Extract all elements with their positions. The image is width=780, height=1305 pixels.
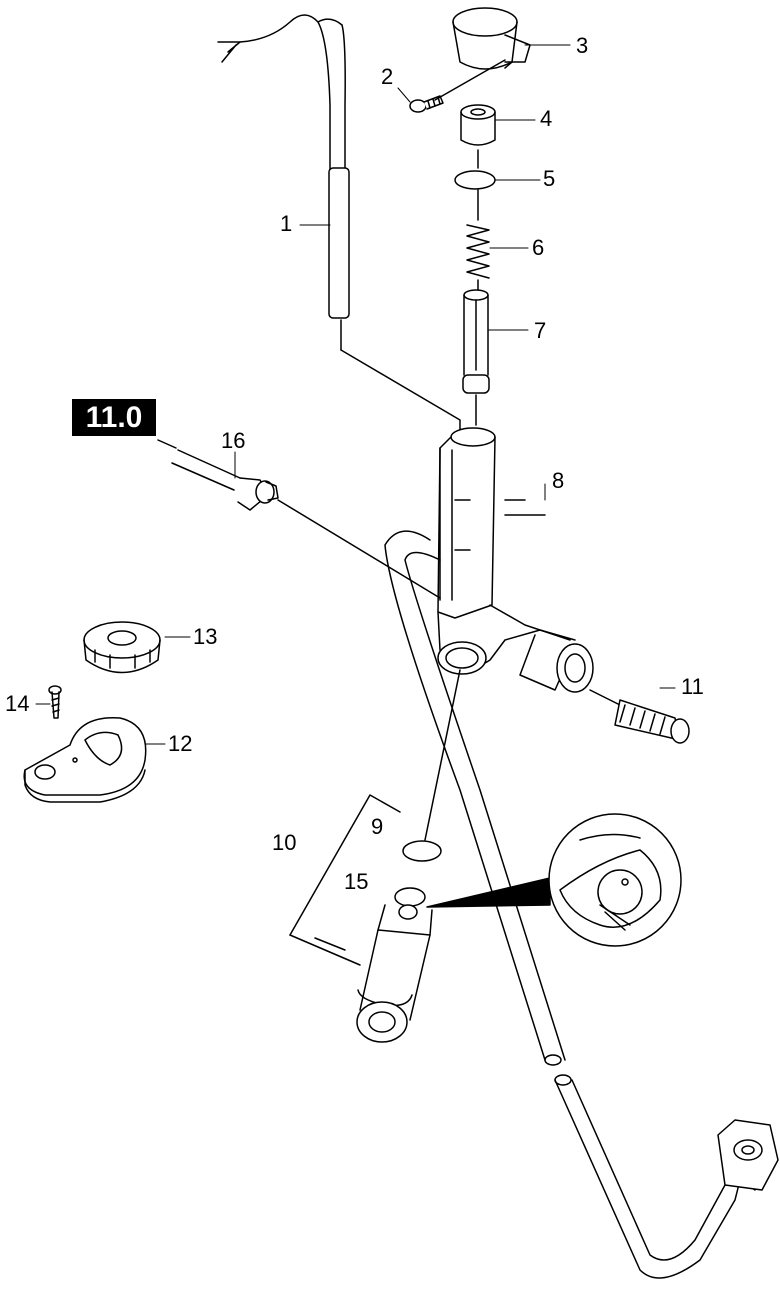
callout-1: 1	[280, 211, 293, 236]
o-ring-part-5	[454, 170, 496, 190]
callout-10: 10	[272, 830, 297, 855]
connector-part-16	[157, 439, 441, 599]
callout-16: 16	[221, 428, 246, 453]
detail-magnifier	[426, 813, 682, 947]
callout-15: 15	[344, 869, 369, 894]
callout-8: 8	[552, 468, 565, 493]
bracket-part-12	[23, 716, 147, 803]
section-number-badge: 11.0	[72, 399, 156, 436]
callout-7: 7	[534, 318, 547, 343]
screw-part-2	[409, 59, 506, 113]
cap-nut-part-4	[460, 104, 496, 169]
filter-part-11	[589, 689, 690, 744]
screw-part-14	[48, 685, 62, 719]
callout-13: 13	[193, 624, 218, 649]
callout-6: 6	[532, 235, 545, 260]
callout-11: 11	[681, 674, 704, 699]
callout-2: 2	[381, 64, 394, 89]
callout-5: 5	[543, 166, 556, 191]
sensor-probe-part	[217, 14, 461, 441]
callout-4: 4	[540, 106, 553, 131]
o-ring-part-9	[402, 840, 442, 862]
callout-9: 9	[371, 814, 384, 839]
piston-part-7	[462, 289, 490, 426]
callout-14: 14	[5, 691, 30, 716]
clamp-part-3	[452, 7, 531, 70]
bypass-hose	[384, 530, 779, 1279]
valve-body-part-8	[437, 427, 594, 693]
castle-nut-part-13	[83, 621, 161, 674]
spring-part-6	[466, 224, 490, 291]
bypass-valve-part-10	[289, 794, 433, 1043]
leader-lines	[35, 44, 676, 745]
callout-12: 12	[168, 731, 193, 756]
callout-3: 3	[576, 33, 589, 58]
